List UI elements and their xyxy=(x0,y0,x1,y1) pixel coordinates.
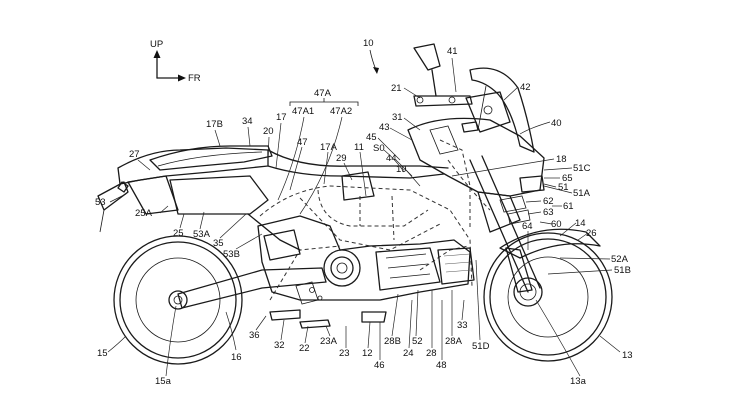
label-24: 24 xyxy=(403,348,414,359)
label-22: 22 xyxy=(299,343,310,354)
label-61: 61 xyxy=(563,201,574,212)
main-frame xyxy=(259,139,491,301)
label-53: 53 xyxy=(95,197,106,208)
leader-lines xyxy=(107,57,621,377)
label-25A: 25A xyxy=(135,208,153,219)
label-13: 13 xyxy=(622,350,633,361)
label-64: 64 xyxy=(522,221,533,232)
exhaust-muffler xyxy=(169,175,269,215)
up-label: UP xyxy=(150,39,163,50)
label-23A: 23A xyxy=(320,336,338,347)
label-33: 33 xyxy=(457,320,468,331)
callout-labels: 15a 15 16 36 32 22 23A 23 12 46 28B 24 5… xyxy=(95,46,633,387)
label-17B: 17B xyxy=(206,119,223,130)
windscreen xyxy=(469,67,535,153)
tail-section xyxy=(97,147,269,233)
label-28: 28 xyxy=(426,348,437,359)
label-42: 42 xyxy=(520,82,531,93)
footrest xyxy=(269,309,301,321)
exhaust-pipe xyxy=(247,213,301,251)
label-19: 19 xyxy=(396,164,407,175)
side-stand xyxy=(299,319,331,329)
label-17: 17 xyxy=(276,112,287,123)
under-cover xyxy=(361,311,387,323)
meter-unit xyxy=(465,91,511,133)
label-25: 25 xyxy=(173,228,184,239)
label-20: 20 xyxy=(263,126,274,137)
label-31: 31 xyxy=(392,112,403,123)
label-45: 45 xyxy=(366,132,377,143)
label-35: 35 xyxy=(213,238,224,249)
label-40: 40 xyxy=(551,118,562,129)
label-34: 34 xyxy=(242,116,253,127)
label-52: 52 xyxy=(412,336,423,347)
label-36: 36 xyxy=(249,330,260,341)
label-47A1: 47A1 xyxy=(292,106,314,117)
label-26: 26 xyxy=(586,228,597,239)
group-bracket-47A: 47A xyxy=(289,88,359,106)
figure-ref-label: 10 xyxy=(363,38,374,49)
label-32: 32 xyxy=(274,340,285,351)
label-S0: S0 xyxy=(373,143,385,154)
label-51: 51 xyxy=(558,182,569,193)
label-14: 14 xyxy=(575,218,586,229)
label-46: 46 xyxy=(374,360,385,371)
label-43: 43 xyxy=(379,122,390,133)
mirror-handlebar xyxy=(413,43,473,107)
front-fork xyxy=(469,155,541,293)
radiator xyxy=(437,247,475,285)
label-41: 41 xyxy=(447,46,458,57)
front-fender xyxy=(499,228,601,259)
label-18: 18 xyxy=(556,154,567,165)
label-53B: 53B xyxy=(223,249,240,260)
label-51D: 51D xyxy=(472,341,490,352)
label-47A2: 47A2 xyxy=(330,106,352,117)
label-12: 12 xyxy=(362,348,373,359)
label-53A: 53A xyxy=(193,229,211,240)
label-27: 27 xyxy=(129,149,140,160)
label-51C: 51C xyxy=(573,163,591,174)
label-65: 65 xyxy=(562,173,573,184)
label-15: 15 xyxy=(97,348,108,359)
seat xyxy=(149,145,273,171)
engine xyxy=(257,215,471,305)
label-60: 60 xyxy=(551,219,562,230)
label-47: 47 xyxy=(297,137,308,148)
label-17A: 17A xyxy=(320,142,338,153)
side-cover xyxy=(341,171,375,201)
label-48: 48 xyxy=(436,360,447,371)
label-13a: 13a xyxy=(570,376,587,387)
forward-label: FR xyxy=(188,73,201,84)
forward-arrow-icon xyxy=(178,74,186,82)
up-arrow-icon xyxy=(153,50,161,58)
label-44: 44 xyxy=(386,153,397,164)
label-15a: 15a xyxy=(155,376,172,387)
front-wheel xyxy=(483,232,613,362)
label-52A: 52A xyxy=(611,254,629,265)
swing-arm xyxy=(177,267,327,309)
body-line xyxy=(267,165,445,179)
label-16: 16 xyxy=(231,352,242,363)
label-23: 23 xyxy=(339,348,350,359)
label-28B: 28B xyxy=(384,336,401,347)
orientation-indicator: UP FR xyxy=(150,39,201,84)
label-11: 11 xyxy=(354,142,364,153)
label-28A: 28A xyxy=(445,336,463,347)
label-29: 29 xyxy=(336,153,347,164)
group-47A-label: 47A xyxy=(314,88,332,99)
label-51B: 51B xyxy=(614,265,631,276)
label-63: 63 xyxy=(543,207,554,218)
label-62: 62 xyxy=(543,196,554,207)
rear-wheel xyxy=(113,235,243,365)
label-51A: 51A xyxy=(573,188,591,199)
label-21: 21 xyxy=(391,83,402,94)
